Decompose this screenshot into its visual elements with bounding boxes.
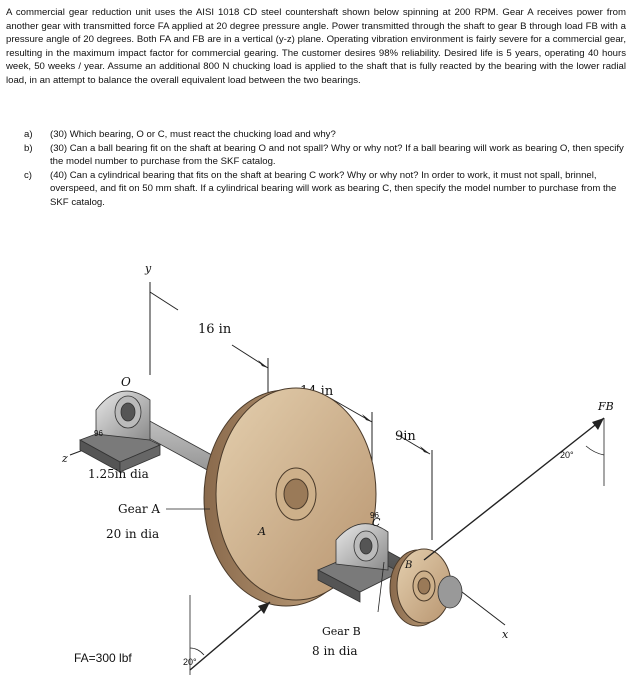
dimension-16in: 16 in	[198, 322, 232, 337]
question-a: a) (30) Which bearing, O or C, must reac…	[24, 128, 624, 142]
angle-fa-label: 20°	[183, 657, 197, 667]
angle-fb-label: 20°	[560, 450, 574, 460]
bearing-c: 96	[317, 511, 401, 603]
y-axis: y	[144, 262, 152, 375]
gear-b-diameter: 8 in dia	[312, 644, 358, 658]
question-text: (40) Can a cylindrical bearing that fits…	[50, 169, 617, 208]
question-label: b)	[24, 142, 33, 154]
bearing-o-mark: 96	[94, 429, 103, 438]
point-a-label: A	[257, 525, 266, 538]
problem-statement: A commercial gear reduction unit uses th…	[6, 6, 626, 88]
question-list: a) (30) Which bearing, O or C, must reac…	[24, 128, 624, 210]
force-fb-label: FB	[597, 400, 614, 413]
shaft-diameter-label: 1.25in dia	[88, 467, 149, 481]
dimension-9in: 9in	[395, 429, 416, 444]
gear-b-label: Gear B	[322, 625, 361, 638]
force-fa-arrow	[189, 595, 271, 675]
y-axis-label: y	[144, 262, 152, 275]
question-label: a)	[24, 129, 33, 140]
gear-a-diameter: 20 in dia	[106, 527, 159, 541]
gear-a-label: Gear A	[118, 502, 160, 516]
point-b-label: B	[404, 560, 412, 571]
question-text: (30) Can a ball bearing fit on the shaft…	[50, 142, 624, 168]
question-text: (30) Which bearing, O or C, must react t…	[50, 129, 336, 140]
countershaft-diagram: y z x 16 in 14 in 9in 96 O	[61, 262, 614, 675]
question-label: c)	[24, 169, 32, 181]
point-o-label: O	[121, 375, 131, 389]
question-b: b) (30) Can a ball bearing fit on the sh…	[24, 142, 624, 169]
x-axis-label: x	[502, 628, 509, 641]
bearing-c-mark: 96	[370, 511, 379, 520]
question-c: c) (40) Can a cylindrical bearing that f…	[24, 169, 624, 210]
bearing-o: 96	[79, 390, 161, 473]
z-axis-label: z	[61, 452, 68, 465]
problem-paragraph: A commercial gear reduction unit uses th…	[6, 7, 626, 86]
force-fb-arrow	[423, 417, 605, 561]
point-c-label: C	[372, 516, 381, 529]
gear-b	[389, 548, 463, 627]
force-fa-label: FA=300 lbf	[74, 651, 132, 665]
x-axis: x	[461, 591, 509, 641]
gear-b-leader	[377, 561, 385, 613]
